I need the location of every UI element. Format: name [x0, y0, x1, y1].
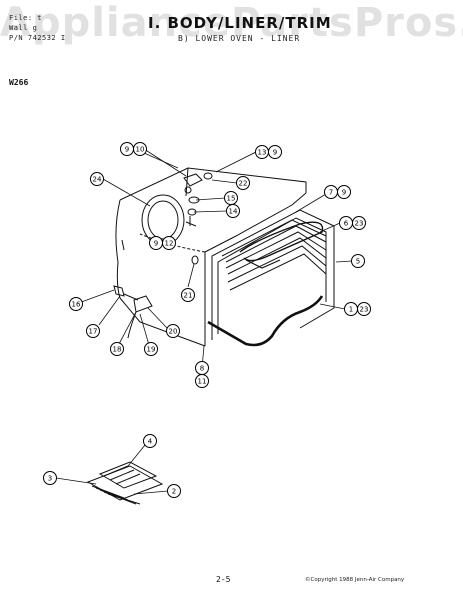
callout-label: 23 — [355, 220, 364, 228]
file-line: File: t — [9, 14, 43, 22]
callout-9 — [337, 185, 351, 199]
callout-19 — [144, 342, 158, 356]
callout-24 — [90, 172, 104, 186]
page-number: 2-5 — [216, 575, 231, 584]
callout-label: 12 — [165, 240, 174, 248]
callout-label: 4 — [148, 438, 153, 446]
oven-liner-drawing — [113, 167, 335, 347]
wall-line: Wall g — [9, 24, 38, 32]
callout-label: 9 — [273, 149, 277, 157]
callout-label: 24 — [93, 176, 102, 184]
callout-label: 15 — [227, 195, 236, 203]
callout-16 — [69, 297, 83, 311]
callout-label: 16 — [72, 301, 81, 309]
callout-label: 1 — [349, 306, 353, 314]
callout-label: 17 — [89, 328, 98, 336]
callout-14 — [226, 204, 240, 218]
page-subtitle: B) LOWER OVEN - LINER — [178, 34, 301, 43]
callout-21 — [181, 288, 195, 302]
callout-label: 7 — [329, 189, 333, 197]
callout-11 — [195, 374, 209, 388]
callout-label: 14 — [229, 208, 238, 216]
callout-label: 9 — [125, 146, 129, 154]
callout-9 — [268, 145, 282, 159]
callout-label: 2 — [172, 488, 176, 496]
callout-label: 9 — [342, 189, 346, 197]
callout-label: 11 — [198, 378, 207, 386]
callout-label: 13 — [258, 149, 267, 157]
callout-label: 20 — [169, 328, 178, 336]
callout-10 — [133, 142, 147, 156]
callout-label: 22 — [239, 180, 248, 188]
callout-label: 19 — [147, 346, 156, 354]
callout-label: 23 — [360, 306, 369, 314]
callout-label: 10 — [136, 146, 145, 154]
callout-labels: 9 10 13 9 24 22 15 14 7 9 6 23 9 12 5 21… — [48, 146, 369, 496]
callout-label: 18 — [113, 346, 122, 354]
callout-23 — [352, 216, 366, 230]
callout-3 — [43, 471, 57, 485]
callout-5 — [351, 254, 365, 268]
callout-22 — [236, 176, 250, 190]
callout-label: 21 — [184, 292, 193, 300]
broiler-pan-drawing — [86, 461, 164, 505]
callout-17 — [86, 324, 100, 338]
callout-12 — [162, 236, 176, 250]
copyright-notice: ©Copyright 1988 Jenn-Air Company — [305, 577, 405, 583]
callout-label: 3 — [48, 475, 52, 483]
callout-label: 8 — [200, 365, 204, 373]
callout-markers — [43, 142, 371, 498]
leader-lines — [55, 148, 353, 495]
callout-23 — [357, 302, 371, 316]
callout-20 — [166, 324, 180, 338]
callout-label: 5 — [356, 258, 360, 266]
model-number: W266 — [9, 78, 29, 87]
part-number-line: P/N 742532 I — [9, 34, 66, 42]
callout-18 — [110, 342, 124, 356]
callout-label: 6 — [344, 220, 349, 228]
callout-label: 9 — [154, 240, 158, 248]
callout-2 — [167, 484, 181, 498]
page-title: I. BODY/LINER/TRIM — [148, 14, 332, 32]
callout-4 — [143, 434, 157, 448]
